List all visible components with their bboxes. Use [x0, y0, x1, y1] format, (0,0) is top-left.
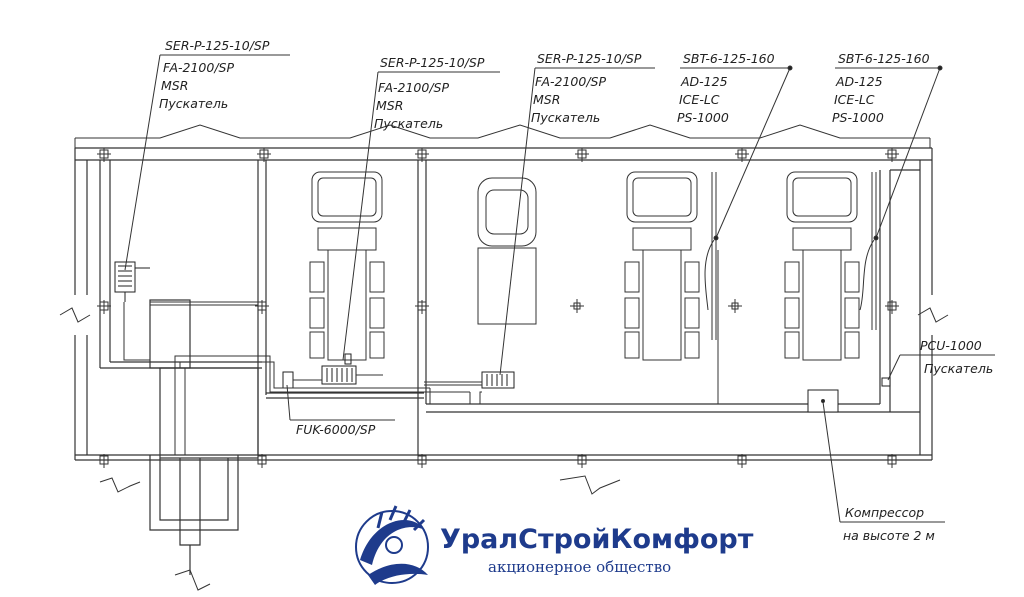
fan-unit-2 — [321, 353, 357, 385]
label-text: PS-1000 — [832, 110, 884, 125]
logo-emblem-icon — [355, 505, 429, 585]
label-text: SER-P-125-10/SP — [165, 38, 270, 53]
label-text: PS-1000 — [677, 110, 729, 125]
truck-2 — [624, 171, 700, 361]
label-fuk: FUK-6000/SP — [296, 422, 376, 437]
filter-fuk — [282, 371, 294, 389]
label-ser-1: SER-P-125-10/SP FA-2100/SP MSR Пускатель — [159, 38, 270, 111]
label-text: Пускатель — [531, 110, 600, 125]
label-text: MSR — [376, 98, 403, 113]
label-text: AD-125 — [680, 74, 728, 89]
label-text: Пускатель — [924, 361, 993, 376]
label-text: Пускатель — [374, 116, 443, 131]
fan-unit-3 — [481, 371, 515, 389]
fan-unit-1 — [114, 261, 150, 302]
label-text: SER-P-125-10/SP — [380, 55, 485, 70]
duct-network — [123, 301, 482, 455]
label-text: MSR — [533, 92, 560, 107]
outer-walls — [74, 147, 933, 461]
label-sbt-1: SBT-6-125-160 AD-125 ICE-LC PS-1000 — [677, 51, 775, 125]
label-sbt-2: SBT-6-125-160 AD-125 ICE-LC PS-1000 — [832, 51, 930, 125]
truck-1 — [309, 171, 385, 361]
roof-outline — [74, 124, 931, 148]
break-marks — [59, 307, 949, 591]
leader-lines — [124, 54, 995, 523]
label-text: PCU-1000 — [920, 338, 982, 353]
label-text: ICE-LC — [679, 92, 720, 107]
label-text: SBT-6-125-160 — [683, 51, 775, 66]
truck-3 — [784, 171, 860, 361]
label-text: Компрессор — [845, 505, 924, 520]
exhaust-rails — [704, 172, 877, 404]
car — [477, 177, 537, 325]
label-text: MSR — [161, 78, 188, 93]
label-text: SBT-6-125-160 — [838, 51, 930, 66]
label-text: AD-125 — [835, 74, 883, 89]
label-ser-2: SER-P-125-10/SP FA-2100/SP MSR Пускатель — [374, 55, 485, 131]
label-text: Пускатель — [159, 96, 228, 111]
label-pcu: PCU-1000 Пускатель — [920, 338, 993, 376]
logo-subtitle: акционерное общество — [488, 558, 671, 576]
label-text: FUK-6000/SP — [296, 422, 376, 437]
pit-structure — [149, 299, 259, 575]
label-text: FA-2100/SP — [163, 60, 234, 75]
label-text: FA-2100/SP — [535, 74, 606, 89]
label-text: ICE-LC — [834, 92, 875, 107]
label-compressor: Компрессор на высоте 2 м — [843, 505, 935, 543]
column-markers — [97, 148, 899, 468]
partitions — [99, 160, 920, 455]
label-text: на высоте 2 м — [843, 528, 935, 543]
label-ser-3: SER-P-125-10/SP FA-2100/SP MSR Пускатель — [531, 51, 642, 125]
logo-name: УралСтройКомфорт — [440, 524, 754, 555]
pcu-box — [881, 377, 891, 387]
compressor-box — [807, 389, 839, 413]
label-text: SER-P-125-10/SP — [537, 51, 642, 66]
company-logo: УралСтройКомфорт акционерное общество — [355, 505, 754, 585]
label-text: FA-2100/SP — [378, 80, 449, 95]
